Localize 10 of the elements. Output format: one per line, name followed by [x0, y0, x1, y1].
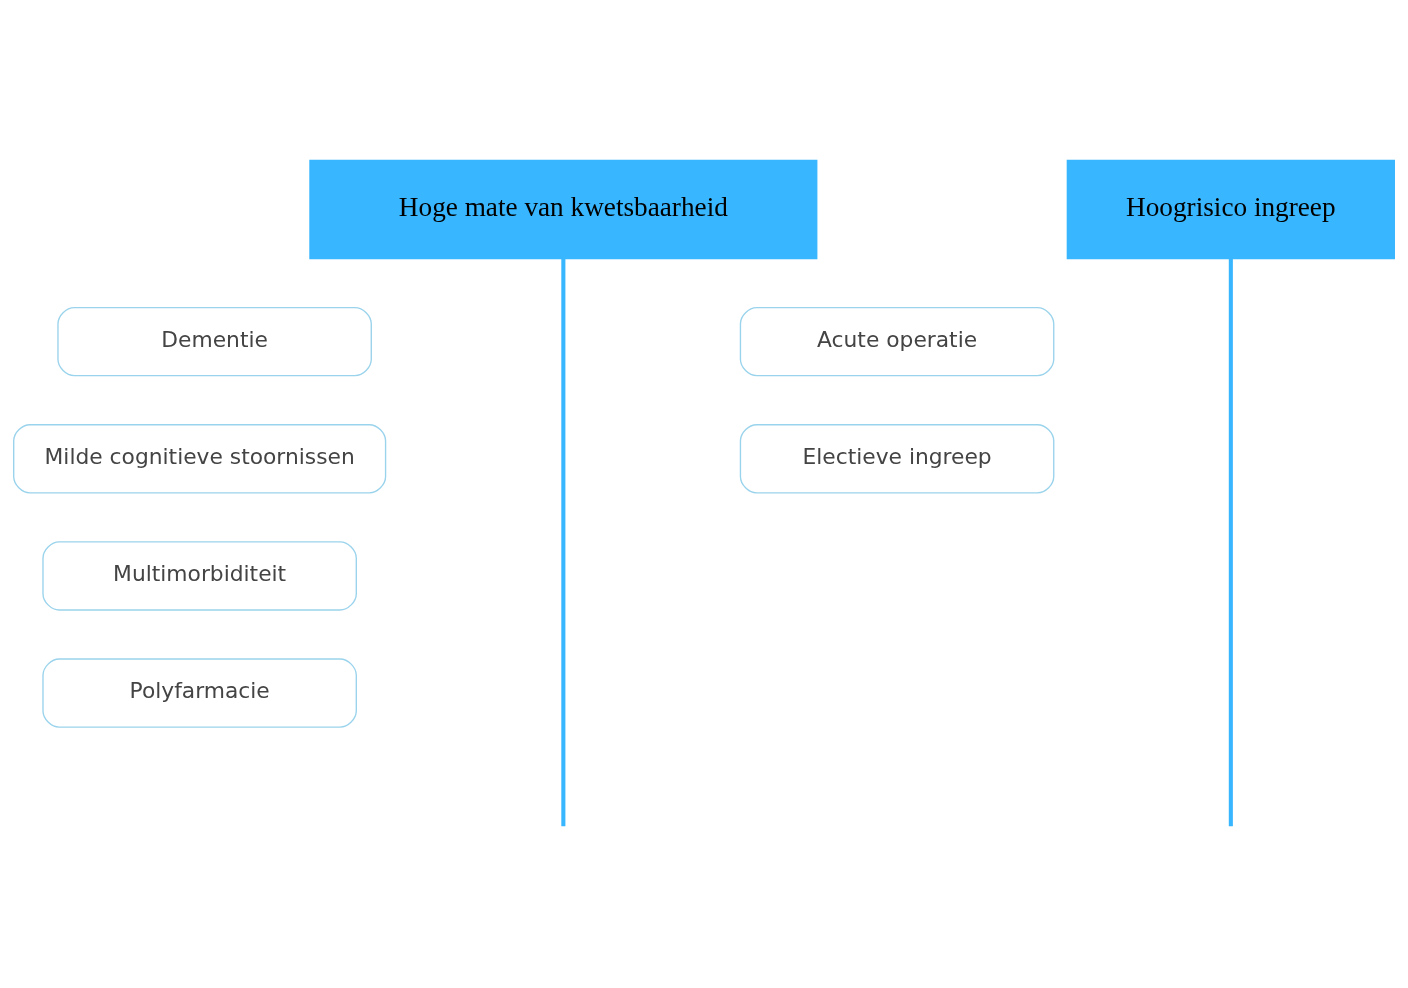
node-box: Milde cognitieve stoornissen — [13, 424, 387, 494]
node-box: Acute operatie — [739, 306, 1055, 377]
node-box: Hoogrisico ingreep — [1066, 159, 1395, 260]
node-box: Electieve ingreep — [739, 424, 1055, 494]
connector — [561, 258, 566, 827]
node-box: Polyfarmacie — [42, 658, 357, 728]
node-box: Hoge mate van kwetsbaarheid — [309, 159, 818, 260]
connector — [1228, 258, 1233, 827]
node-box: Multimorbiditeit — [42, 541, 357, 611]
node-box: Dementie — [57, 306, 372, 377]
